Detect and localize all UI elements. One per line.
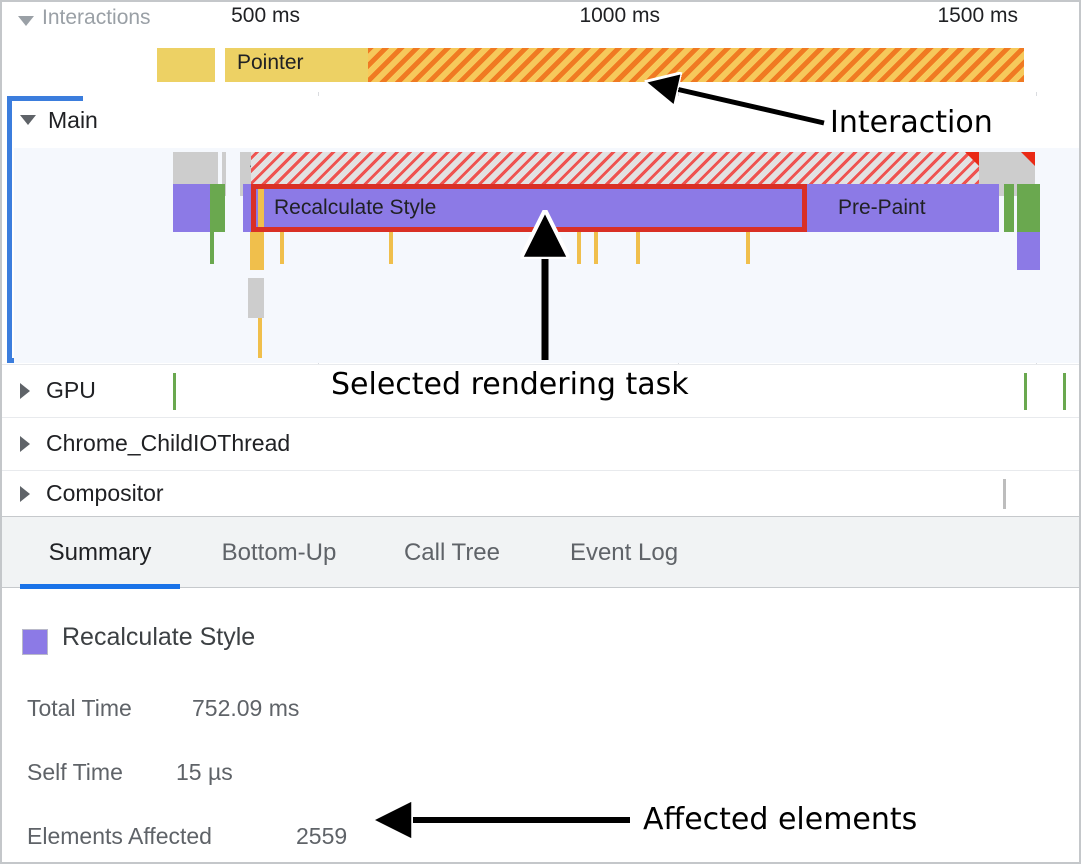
main-track-header[interactable]: Main bbox=[0, 96, 1081, 148]
main-track-label: Main bbox=[48, 107, 98, 133]
flame-event-label: Recalculate Style bbox=[274, 196, 437, 219]
summary-event-name: Recalculate Style bbox=[62, 623, 256, 651]
track-label: Chrome_ChildIOThread bbox=[46, 430, 291, 456]
track-row-gpu[interactable]: GPU bbox=[0, 364, 1081, 417]
flame-event[interactable] bbox=[389, 232, 393, 264]
tab-bottom-up[interactable]: Bottom-Up bbox=[198, 517, 360, 589]
triangle-right-icon[interactable] bbox=[20, 485, 30, 502]
flame-event[interactable] bbox=[210, 184, 225, 232]
flame-event[interactable] bbox=[1017, 184, 1040, 232]
interactions-track[interactable]: Pointer bbox=[0, 38, 1081, 92]
triangle-right-icon[interactable] bbox=[20, 436, 30, 452]
tab-active-underline bbox=[20, 584, 180, 589]
flame-event[interactable] bbox=[173, 184, 210, 232]
time-ruler: Interactions 500 ms 1000 ms 1500 ms bbox=[0, 0, 1081, 38]
summary-row-label: Self Time bbox=[27, 759, 123, 785]
flame-event[interactable] bbox=[1004, 184, 1014, 232]
track-selected-indicator bbox=[7, 96, 12, 363]
triangle-down-icon[interactable] bbox=[18, 16, 34, 26]
flame-event[interactable] bbox=[248, 278, 264, 318]
tab-event-log[interactable]: Event Log bbox=[548, 517, 700, 589]
track-marker[interactable] bbox=[1003, 479, 1006, 509]
tab-label: Summary bbox=[48, 539, 152, 566]
ruler-tick-label: 500 ms bbox=[231, 4, 300, 27]
flame-event-label: Pre-Paint bbox=[838, 196, 926, 219]
flame-event[interactable] bbox=[636, 232, 640, 264]
summary-row-label: Elements Affected bbox=[27, 823, 212, 849]
tab-label: Event Log bbox=[569, 539, 679, 566]
tab-label: Bottom-Up bbox=[221, 539, 337, 566]
annotation-affected-elements: Affected elements bbox=[643, 802, 918, 837]
flame-event[interactable]: Pre-Paint bbox=[828, 184, 999, 232]
track-selected-indicator-top bbox=[7, 96, 83, 101]
details-tabbar[interactable]: Summary Bottom-Up Call Tree Event Log bbox=[0, 516, 1081, 589]
flame-event[interactable] bbox=[250, 232, 264, 270]
track-row-compositor[interactable]: Compositor bbox=[0, 470, 1081, 516]
warning-triangle-icon bbox=[965, 152, 979, 166]
tab-label: Call Tree bbox=[403, 539, 501, 566]
annotation-interaction: Interaction bbox=[830, 105, 993, 140]
triangle-right-icon[interactable] bbox=[20, 383, 30, 399]
interaction-bar[interactable]: Pointer bbox=[225, 48, 368, 82]
interaction-bar-label: Pointer bbox=[237, 51, 304, 74]
track-marker[interactable] bbox=[1063, 373, 1066, 410]
flame-event[interactable] bbox=[243, 184, 258, 232]
interactions-track-label[interactable]: Interactions bbox=[42, 6, 151, 29]
flame-event[interactable] bbox=[258, 318, 262, 358]
flame-event[interactable] bbox=[1017, 232, 1040, 270]
track-label: Compositor bbox=[46, 479, 164, 506]
flame-event[interactable] bbox=[258, 184, 264, 232]
details-panel: Summary Bottom-Up Call Tree Event Log Recal… bbox=[0, 516, 1081, 864]
summary-row-value: 15 µs bbox=[176, 759, 233, 785]
interaction-bar[interactable] bbox=[157, 48, 215, 82]
flame-event[interactable] bbox=[210, 232, 214, 264]
ruler-tick-label: 1500 ms bbox=[937, 4, 1018, 27]
timeline-flamechart[interactable]: Interactions 500 ms 1000 ms 1500 ms Pointe… bbox=[0, 0, 1081, 516]
tab-summary[interactable]: Summary bbox=[20, 517, 180, 589]
annotation-selected-rendering-task: Selected rendering task bbox=[331, 367, 689, 402]
event-color-swatch bbox=[22, 629, 48, 655]
track-label: GPU bbox=[46, 377, 96, 403]
summary-row-value: 752.09 ms bbox=[192, 695, 300, 721]
tab-call-tree[interactable]: Call Tree bbox=[382, 517, 522, 589]
flame-event[interactable] bbox=[811, 184, 828, 232]
flame-event[interactable] bbox=[594, 232, 598, 264]
flame-event[interactable] bbox=[746, 232, 750, 264]
track-marker[interactable] bbox=[173, 373, 176, 410]
ruler-tick-label: 1000 ms bbox=[579, 4, 660, 27]
flame-event[interactable] bbox=[280, 232, 284, 264]
summary-row-value: 2559 bbox=[296, 823, 348, 849]
summary-pane: Recalculate Style Total Time 752.09 ms Sel… bbox=[0, 589, 1081, 864]
flame-event[interactable] bbox=[577, 232, 581, 264]
triangle-down-icon[interactable] bbox=[20, 115, 36, 125]
track-marker[interactable] bbox=[1024, 373, 1027, 410]
summary-row-label: Total Time bbox=[27, 695, 132, 721]
warning-triangle-icon bbox=[1021, 152, 1035, 166]
flame-event[interactable]: Recalculate Style bbox=[264, 184, 811, 232]
flame-event[interactable] bbox=[222, 152, 226, 196]
interaction-bar[interactable] bbox=[368, 48, 1024, 82]
track-row-chrome-childiothread[interactable]: Chrome_ChildIOThread bbox=[0, 417, 1081, 470]
